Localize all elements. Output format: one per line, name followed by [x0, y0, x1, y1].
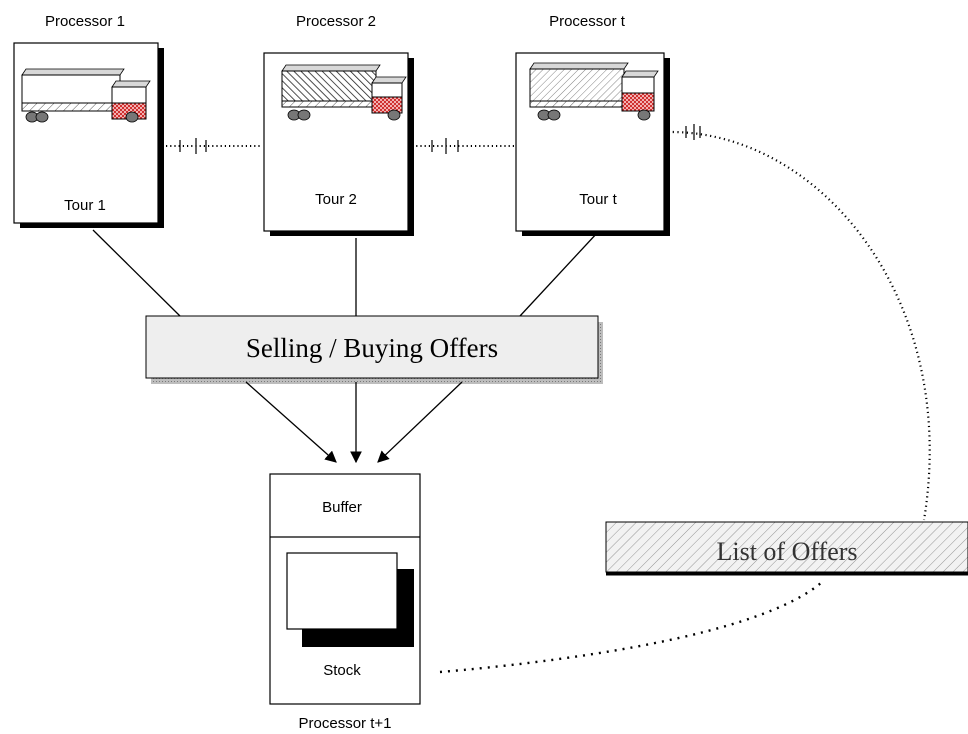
truck-icon [281, 64, 407, 121]
processor-1-title: Processor 1 [45, 13, 125, 30]
processor-2-title: Processor 2 [296, 13, 376, 30]
list-of-offers-label: List of Offers [716, 537, 857, 566]
list-of-offers-box: List of Offers [605, 521, 968, 576]
processor-links [166, 138, 514, 154]
buffer-label: Buffer [322, 499, 362, 516]
tour-connectors [92, 229, 599, 317]
selling-buying-offers-box: Selling / Buying Offers [145, 315, 603, 384]
processor-t: Processor t Tour t [515, 13, 670, 236]
processor-1: Processor 1 Tour 1 [13, 13, 164, 228]
truck-icon [529, 62, 659, 121]
processor-1-tour: Tour 1 [64, 197, 106, 214]
processor-2-tour: Tour 2 [315, 191, 357, 208]
processor-t-plus-1-title: Processor t+1 [299, 715, 392, 732]
truck-icon [21, 68, 151, 123]
selling-buying-offers-label: Selling / Buying Offers [246, 333, 498, 363]
processor-t-title: Processor t [549, 13, 626, 30]
processor-t-tour: Tour t [579, 191, 617, 208]
processor-2: Processor 2 Tour 2 [263, 13, 414, 236]
processor-t-plus-1: Buffer Stock Processor t+1 [269, 473, 421, 732]
offer-arrows [245, 381, 463, 464]
document-stack-icon [286, 552, 414, 647]
stock-label: Stock [323, 662, 361, 679]
stock-to-list-link [439, 581, 823, 674]
offer-flow-arc [667, 124, 931, 521]
